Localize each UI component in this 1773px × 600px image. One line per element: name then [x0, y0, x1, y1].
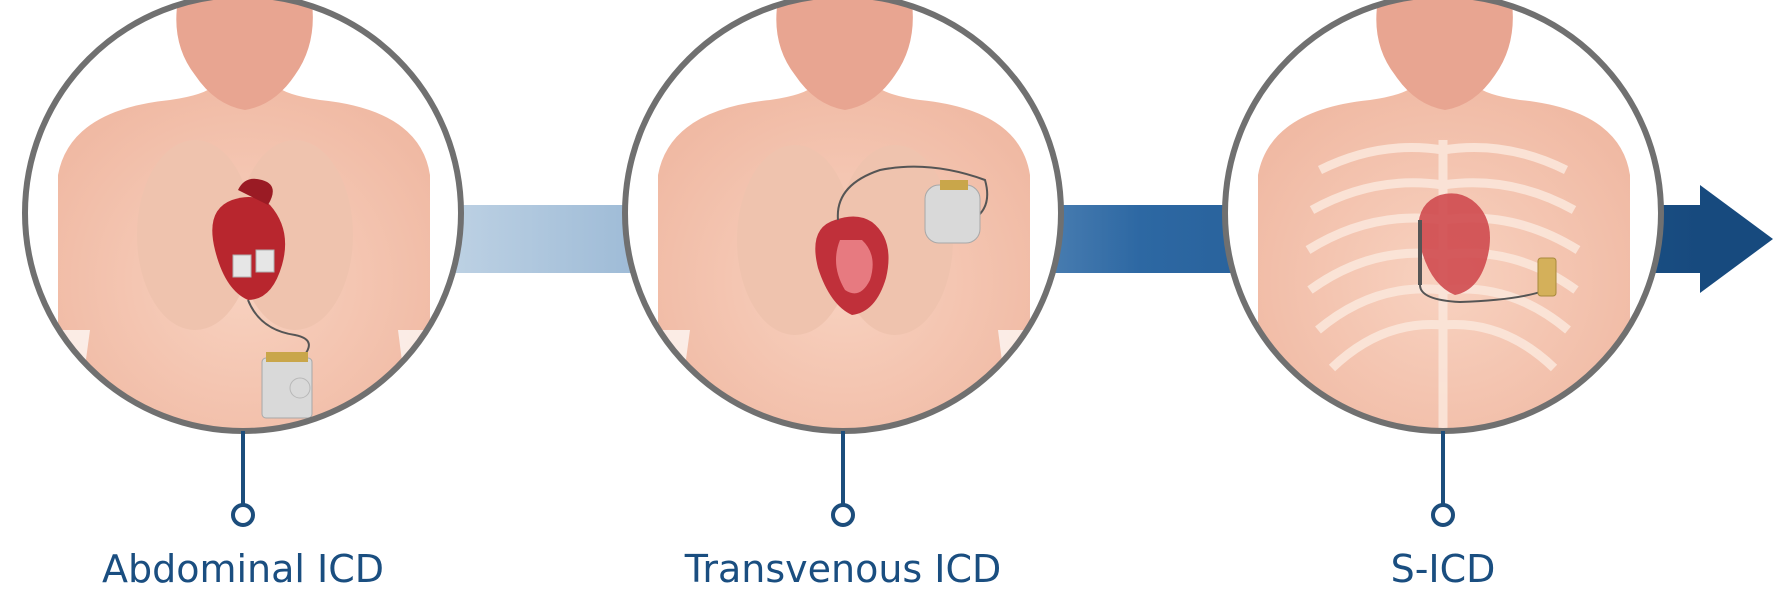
- stage-transvenous-icd: [620, 0, 1070, 440]
- s-icd-device-icon: [1538, 258, 1556, 296]
- pectoral-device-icon: [925, 180, 980, 243]
- stage-abdominal-icd: [20, 0, 470, 440]
- stage-label-s-icd: S-ICD: [1243, 546, 1643, 592]
- connector-2: [833, 431, 853, 525]
- stage-label-abdominal-icd: Abdominal ICD: [43, 546, 443, 592]
- stage-label-transvenous-icd: Transvenous ICD: [643, 546, 1043, 592]
- connector-3: [1433, 431, 1453, 525]
- stage-s-icd: [1220, 0, 1670, 440]
- abdominal-device-icon: [262, 352, 312, 418]
- connector-1: [233, 431, 253, 525]
